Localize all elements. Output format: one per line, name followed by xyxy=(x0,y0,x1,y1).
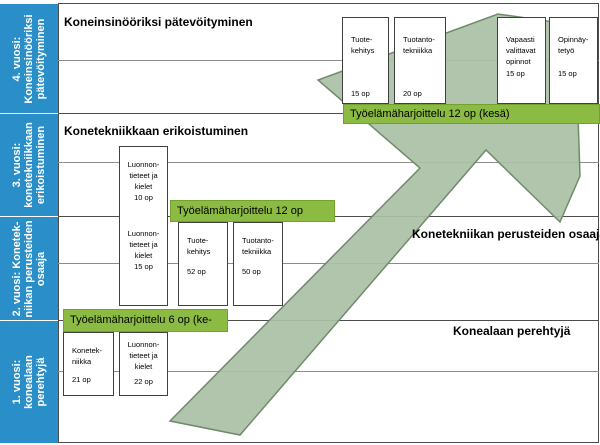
course-y4-tuotantotekniikka: Tuotanto-tekniikka 20 op xyxy=(394,17,446,104)
course-y2-tuotantotekniikka: Tuotanto-tekniikka 50 op xyxy=(233,222,283,306)
heading-year-2: Konetekniikan perusteiden osaaja xyxy=(412,227,600,241)
course-name: Luonnon-tieteet ja kielet xyxy=(127,229,160,260)
heading-year-1: Konealaan perehtyjä xyxy=(453,324,571,338)
course-y2-tuotekehitys: Tuote-kehitys 52 op xyxy=(178,222,228,306)
course-credits: 15 op xyxy=(134,262,153,271)
course-y1-luonnontieteet: Luonnon-tieteet ja kielet 22 op xyxy=(119,332,168,396)
heading-year-4: Koneinsinööriksi pätevöityminen xyxy=(64,15,253,29)
course-name: Konetek-niikka xyxy=(72,346,103,366)
course-credits: 52 op xyxy=(187,267,206,276)
course-y4-opinnaytetyo: Opinnäy-tetyö 15 op xyxy=(549,17,598,104)
course-credits: 10 op xyxy=(134,193,153,202)
internship-summer: Työelämäharjoittelu 12 op (kesä) xyxy=(343,104,600,124)
grid-frame xyxy=(58,3,599,443)
course-y1-konetekniikka: Konetek-niikka 21 op xyxy=(63,332,114,396)
course-name: Tuotanto-tekniikka xyxy=(403,35,435,55)
course-name: Tuote-kehitys xyxy=(187,236,211,256)
year-2-column: 2. vuosi: Konetek- niikan perusteiden os… xyxy=(0,216,58,320)
year-3-column: 3. vuosi: konetekniikkaan erikoistuminen xyxy=(0,113,58,216)
grid-line xyxy=(58,371,599,372)
course-credits: 20 op xyxy=(403,89,422,98)
course-name: Luonnon-tieteet ja kielet xyxy=(127,340,160,371)
course-y3-luonnontieteet: Luonnon-tieteet ja kielet 10 op Luonnon-… xyxy=(119,146,168,306)
year-4-column: 4. vuosi: Koneinsinööriksi pätevöitymine… xyxy=(0,3,58,113)
year-1-column: 1. vuosi: konealaan perehtyjä xyxy=(0,320,58,443)
grid-line xyxy=(58,162,599,163)
course-name: Vapaasti valittavat opinnot xyxy=(506,35,536,66)
course-y4-vapaasti: Vapaasti valittavat opinnot 15 op xyxy=(497,17,546,104)
course-y4-tuotekehitys: Tuote-kehitys 15 op xyxy=(342,17,389,104)
course-name: Tuotanto-tekniikka xyxy=(242,236,274,256)
heading-year-3: Konetekniikkaan erikoistuminen xyxy=(64,124,249,138)
year-divider xyxy=(58,113,599,114)
internship-6op: Työelämäharjoittelu 6 op (ke- xyxy=(63,309,228,332)
course-credits: 50 op xyxy=(242,267,261,276)
grid-line xyxy=(58,60,599,61)
course-credits: 15 op xyxy=(558,69,577,78)
course-name: Tuote-kehitys xyxy=(351,35,375,55)
course-credits: 15 op xyxy=(506,69,525,78)
course-name: Luonnon-tieteet ja kielet xyxy=(127,160,160,191)
course-credits: 22 op xyxy=(134,377,153,386)
internship-12op: Työelämäharjoittelu 12 op xyxy=(170,200,335,222)
course-credits: 15 op xyxy=(351,89,370,98)
course-name: Opinnäy-tetyö xyxy=(558,35,589,55)
course-credits: 21 op xyxy=(72,375,91,384)
